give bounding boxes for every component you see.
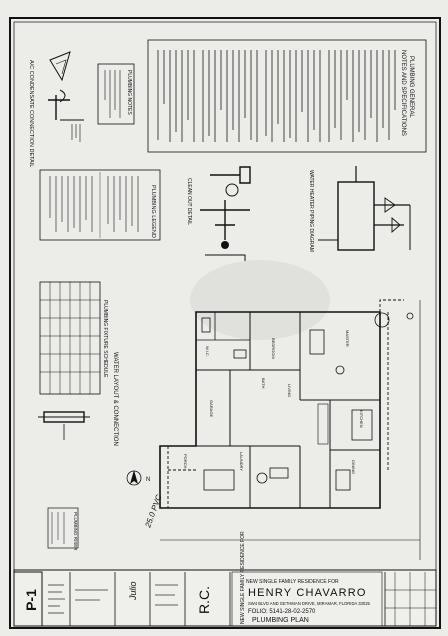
project-line: NEW SINGLE FAMILY RESIDENCE FOR xyxy=(240,531,246,624)
riser-schedule: PLUMBING RISER xyxy=(47,507,79,551)
room-master: MASTER xyxy=(345,330,350,347)
ac-condensate-title: A/C CONDENSATE CONNECTION DETAIL xyxy=(28,60,34,167)
water-heater-title: WATER HEATER PIPING DIAGRAM xyxy=(308,170,314,252)
room-dining: DINING xyxy=(351,460,356,474)
revision-table xyxy=(385,572,436,626)
ac-condensate-detail: A/C CONDENSATE CONNECTION DETAIL xyxy=(28,51,84,167)
room-living: LIVING xyxy=(287,384,292,397)
project-info: NEW SINGLE FAMILY RESIDENCE FOR HENRY CH… xyxy=(231,571,383,627)
folio-number: FOLIO: 5141-28-02-2570 xyxy=(248,609,316,615)
plumbing-notes-box: PLUMBING NOTES xyxy=(97,63,135,125)
fixture-schedule: PLUMBING FIXTURE SCHEDULE xyxy=(39,281,108,395)
room-bath: BATH xyxy=(261,378,266,388)
fixture-schedule-heading: PLUMBING FIXTURE SCHEDULE xyxy=(102,300,108,378)
project-description: NEW SINGLE FAMILY RESIDENCE FOR xyxy=(246,579,339,585)
firm-initials: R.C. xyxy=(196,586,212,614)
owner-name: HENRY CHAVARRO xyxy=(248,587,367,599)
cleanout-title: CLEAN OUT DETAIL xyxy=(186,178,192,225)
pipe-fitting-symbol xyxy=(38,411,90,440)
room-labels: BEDROOM MASTER LIVING DINING KITCHEN LAU… xyxy=(183,330,364,474)
cleanout-detail: CLEAN OUT DETAIL xyxy=(186,166,251,261)
room-garage: GARAGE xyxy=(209,400,214,417)
room-kitchen: KITCHEN xyxy=(359,410,364,428)
notes-heading-2: NOTES AND SPECIFICATIONS xyxy=(400,50,406,136)
floor-plan xyxy=(159,299,414,509)
room-closet: W.I.C. xyxy=(205,346,210,357)
plumbing-notes-heading: PLUMBING NOTES xyxy=(126,70,132,115)
plumbing-legend: PLUMBING LEGEND xyxy=(39,169,161,241)
water-heater-diagram: WATER HEATER PIPING DIAGRAM xyxy=(308,166,411,252)
riser-heading: PLUMBING RISER xyxy=(73,512,78,551)
room-laundry: LAUNDRY xyxy=(239,452,244,471)
notes-heading-1: PLUMBING GENERAL xyxy=(408,56,414,118)
title-block: P-1 Julio R.C. NEW SINGLE FAMILY RESIDEN… xyxy=(13,531,437,627)
room-bedroom: BEDROOM xyxy=(271,338,276,359)
legend-heading: PLUMBING LEGEND xyxy=(150,185,156,238)
sheet-id: P-1 xyxy=(23,589,39,611)
general-notes: PLUMBING GENERAL NOTES AND SPECIFICATION… xyxy=(147,39,427,153)
north-arrow: N xyxy=(126,470,150,486)
handwritten-note: 25.0 PVC xyxy=(143,493,164,529)
site-address: SW4 BLVD AND GETHMAN DRIVE, MIRAMAR, FLO… xyxy=(248,601,371,606)
sheet-border xyxy=(9,17,441,629)
svg-text:N: N xyxy=(146,477,150,483)
seal-signature: Julio xyxy=(128,581,138,601)
water-layout-title: WATER LAYOUT & CONNECTION xyxy=(112,352,118,446)
sheet-title: PLUMBING PLAN xyxy=(252,617,309,624)
room-porch: PORCH xyxy=(183,454,188,469)
